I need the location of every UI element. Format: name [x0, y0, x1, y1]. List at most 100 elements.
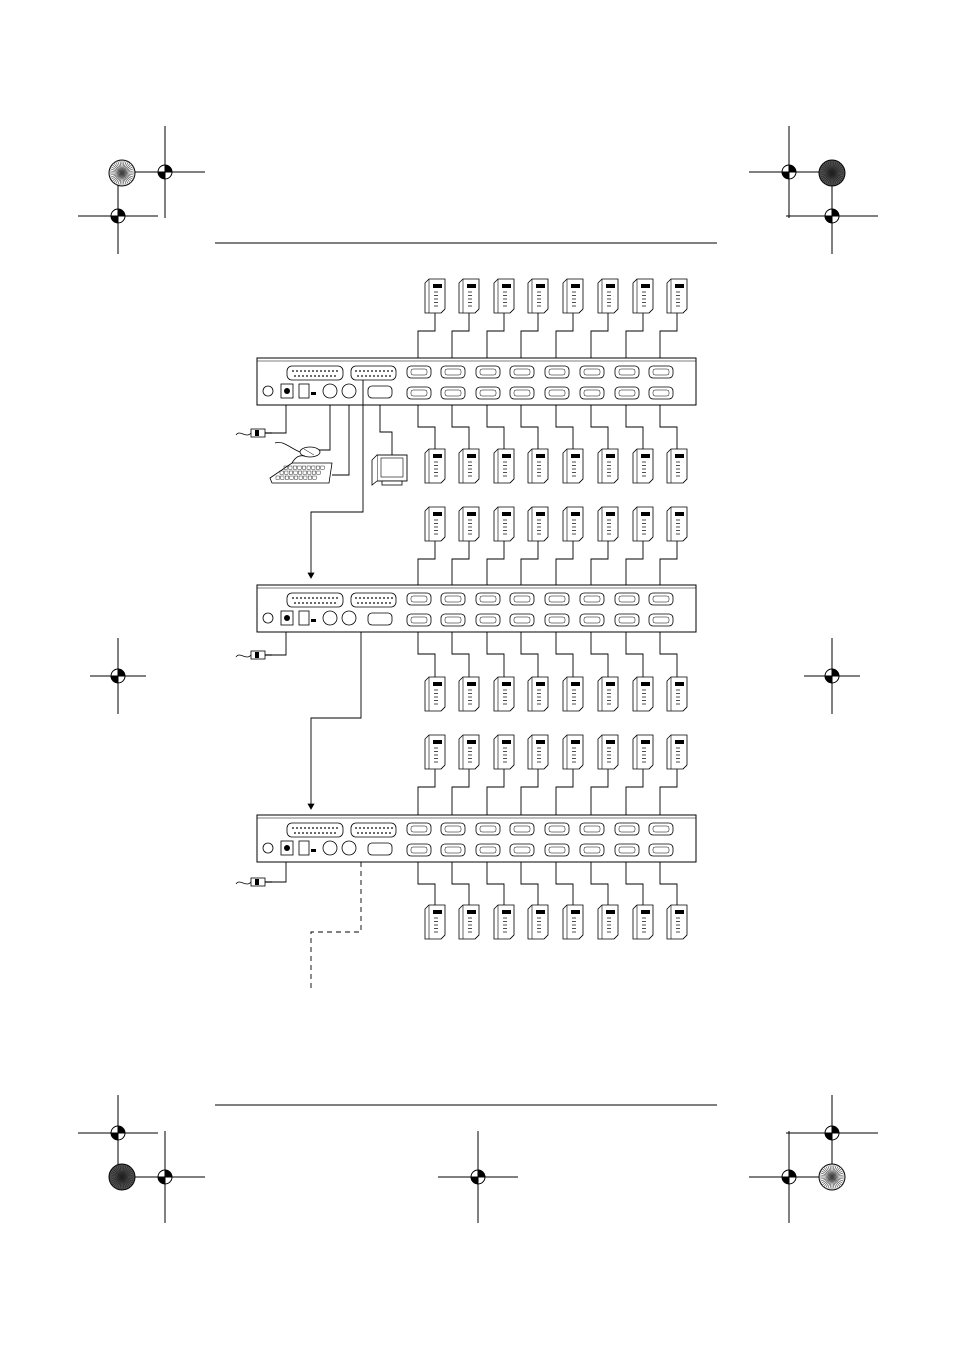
- cpu-cable: [626, 541, 643, 585]
- computer-tower-icon: [425, 279, 445, 313]
- computer-tower-icon: [563, 507, 583, 541]
- cpu-cable: [626, 313, 643, 358]
- chain-in-port: [287, 593, 343, 607]
- cpu-port: [545, 387, 569, 399]
- computer-tower-icon: [494, 735, 514, 769]
- computer-tower-icon: [494, 677, 514, 711]
- kvm-switch-units: [257, 358, 696, 862]
- kvm-switch: [257, 358, 696, 405]
- computer-tower-icon: [633, 677, 653, 711]
- crosshair-mark: [786, 1095, 878, 1171]
- cpu-port: [615, 387, 639, 399]
- cpu-cable: [626, 632, 643, 677]
- cpu-port: [545, 823, 569, 835]
- chain-cable-2-to-3: [311, 632, 361, 809]
- cpu-port: [649, 387, 673, 399]
- cpu-cable: [660, 862, 677, 905]
- chain-cable-continuation: [311, 862, 361, 990]
- cpu-cable: [660, 541, 677, 585]
- computer-tower-icon: [494, 905, 514, 939]
- computer-tower-icon: [563, 677, 583, 711]
- chain-out-port: [351, 593, 396, 607]
- cpu-cable: [418, 769, 435, 815]
- cpu-port: [441, 823, 465, 835]
- computer-tower-icon: [459, 735, 479, 769]
- cpu-port: [407, 844, 431, 856]
- cpu-cable: [452, 313, 469, 358]
- cpu-cable: [591, 313, 608, 358]
- cpu-port: [476, 387, 500, 399]
- computer-tower-icon: [563, 735, 583, 769]
- crosshair-mark: [125, 1131, 205, 1223]
- console-devices: [236, 405, 407, 886]
- cpu-cable: [591, 541, 608, 585]
- crosshair-mark: [749, 1131, 829, 1223]
- cpu-port: [580, 614, 604, 626]
- power-cable: [272, 632, 286, 655]
- console-keyboard-port: [342, 841, 356, 855]
- cpu-cable: [452, 405, 469, 449]
- cpu-port: [476, 593, 500, 605]
- cpu-cable: [487, 862, 504, 905]
- cpu-port: [407, 387, 431, 399]
- cpu-port: [615, 844, 639, 856]
- computer-tower-icon: [633, 507, 653, 541]
- cpu-port: [407, 823, 431, 835]
- cpu-cable: [452, 862, 469, 905]
- cpu-cable: [418, 862, 435, 905]
- chain-out-port: [351, 823, 396, 837]
- cpu-port: [510, 387, 534, 399]
- computer-tower-icon: [563, 279, 583, 313]
- cpu-port: [649, 614, 673, 626]
- cpu-cable: [660, 632, 677, 677]
- cpu-port: [545, 844, 569, 856]
- cpu-port: [407, 366, 431, 378]
- computer-tower-icon: [459, 905, 479, 939]
- cpu-port: [545, 593, 569, 605]
- cpu-cable: [418, 632, 435, 677]
- cpu-port: [441, 844, 465, 856]
- computer-tower-icon: [459, 449, 479, 483]
- cpu-cable: [556, 313, 573, 358]
- console-mouse-port: [323, 841, 337, 855]
- monitor-cable: [380, 405, 392, 455]
- computer-tower-icon: [425, 905, 445, 939]
- cpu-port: [510, 844, 534, 856]
- cpu-cable: [521, 862, 538, 905]
- computer-tower-icon: [528, 677, 548, 711]
- cpu-port: [615, 823, 639, 835]
- computer-tower-icon: [563, 449, 583, 483]
- power-cable: [272, 405, 286, 433]
- cpu-cable: [556, 405, 573, 449]
- kvm-switch: [257, 585, 696, 632]
- cpu-cable: [452, 541, 469, 585]
- cpu-port: [649, 366, 673, 378]
- cpu-cable: [521, 313, 538, 358]
- computer-tower-icon: [667, 677, 687, 711]
- chain-out-port: [351, 366, 396, 380]
- starburst-mark: [819, 160, 845, 186]
- computer-tower-icon: [667, 735, 687, 769]
- chain-in-port: [287, 366, 343, 380]
- cpu-cable: [487, 405, 504, 449]
- cpu-cable: [487, 769, 504, 815]
- computer-tower-icon: [425, 449, 445, 483]
- cpu-port: [510, 593, 534, 605]
- cpu-cable: [660, 769, 677, 815]
- computer-tower-icon: [633, 449, 653, 483]
- cpu-port: [580, 844, 604, 856]
- cpu-port: [510, 614, 534, 626]
- console-mouse-port: [323, 611, 337, 625]
- cpu-port: [615, 593, 639, 605]
- computer-tower-icon: [425, 507, 445, 541]
- crosshair-mark: [786, 178, 878, 254]
- cpu-cable: [556, 632, 573, 677]
- cpu-cable: [452, 632, 469, 677]
- cpu-port: [545, 366, 569, 378]
- cpu-cable: [452, 769, 469, 815]
- cpu-cable: [626, 769, 643, 815]
- starburst-mark: [109, 1164, 135, 1190]
- cpu-cable: [556, 541, 573, 585]
- cpu-port: [615, 366, 639, 378]
- crosshair-mark: [90, 638, 146, 714]
